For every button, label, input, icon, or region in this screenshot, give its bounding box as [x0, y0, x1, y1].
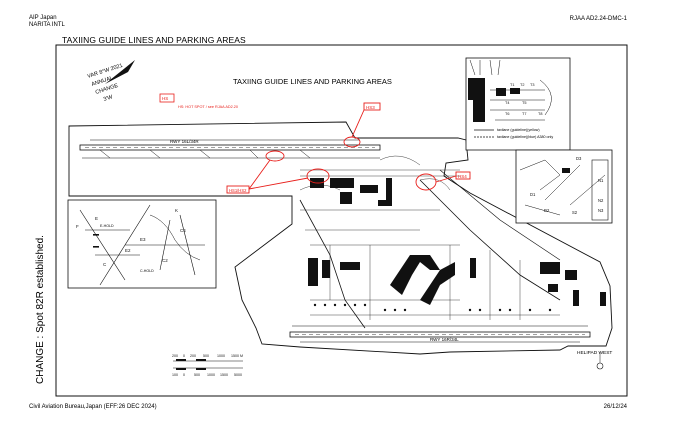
hotspots: HS3 HS1/HS2 HS4: [226, 102, 471, 194]
inset-label-c2: C2: [162, 258, 168, 263]
scale-m-5: 1500 M: [231, 354, 243, 358]
hotspot-hs3-label: HS3: [366, 105, 375, 110]
publisher-label: AIP Japan: [29, 15, 57, 21]
terminal-1: [390, 255, 440, 295]
inset-label-t8: T8: [538, 112, 542, 116]
inset-label-n2: N2: [598, 198, 604, 203]
hotspot-hs-label: HS: [162, 96, 168, 101]
taxiway-west: [299, 199, 366, 329]
scale-m-1: 0: [183, 354, 185, 358]
scale-ft-4: 1500: [220, 373, 228, 377]
scale-ft-1: 0: [183, 373, 185, 377]
scale-ft-2: 500: [194, 373, 200, 377]
inset-label-t6: T6: [505, 112, 509, 116]
helipad: HELIPAD WEST: [577, 350, 612, 370]
page-title: TAXIING GUIDE LINES AND PARKING AREAS: [62, 35, 246, 45]
hotspot-hs1-label: HS1/HS2: [229, 188, 247, 193]
runway-south-label: RWY 16R/34L: [430, 337, 459, 342]
hotspot-box-hs1-hs2: [226, 185, 250, 194]
scale-m-0: 200: [172, 354, 178, 358]
hotspot-note: HS: HOT SPOT / see RJAA AD2.20: [178, 105, 238, 109]
inset-label-c-hold: C-HOLD: [140, 269, 154, 273]
runway-north: RWY 16L/34R: [79, 139, 381, 159]
runway-north-strip: [79, 144, 381, 151]
inset-label-k: K: [175, 208, 178, 213]
inset-label-t2: T2: [520, 83, 524, 87]
runway-south-strip: [289, 331, 591, 338]
apron-lines: [299, 155, 560, 320]
legend-yellow: taxilane (guideline)(yellow): [497, 128, 540, 132]
inset-label-t7: T7: [522, 112, 526, 116]
footer-effective: Civil Aviation Bureau,Japan (EFF:26 DEC …: [29, 404, 157, 410]
change-note: CHANGE : Spot 82R established.: [35, 235, 46, 384]
inset-label-e3: E3: [140, 237, 146, 242]
aerodrome-label: NARITA INTL: [29, 22, 65, 28]
hotspot-circle-hs4: [415, 173, 437, 191]
helipad-label: HELIPAD WEST: [577, 350, 612, 356]
scale-m-4: 1000: [217, 354, 225, 358]
terminal-3: [330, 178, 354, 188]
hotspot-box-hs4: [455, 171, 471, 180]
scale-ft-3: 1000: [207, 373, 215, 377]
inset-label-e2: E2: [125, 248, 131, 253]
chart-frame: [55, 44, 628, 397]
inset-label-e-hold: E-HOLD: [100, 224, 114, 228]
inset-label-t5: T5: [522, 101, 526, 105]
scale-m-2: 200: [190, 354, 196, 358]
scale-ft-0: 100: [172, 373, 178, 377]
hotspot-box-hs: [159, 93, 175, 103]
terminal-2: [308, 258, 318, 286]
inset-midright: D3 N1 D2 D1 N2 N3 S2: [515, 149, 613, 224]
map-title: TAXIING GUIDE LINES AND PARKING AREAS: [233, 77, 392, 86]
cargo-building: [540, 262, 560, 274]
hotspot-circle-hs1: [265, 150, 285, 162]
hotspot-hs4-label: HS4: [458, 174, 467, 179]
chart-id: RJAA AD2.24-DMC-1: [569, 16, 627, 22]
magnetic-variation: VAR 8°W 2021 ANNUAL CHANGE 3'W: [87, 60, 135, 103]
scale-bar: 200 0 200 500 1000 1500 M 100 0 500 1000…: [172, 354, 243, 377]
hotspot-box-hs3: [363, 102, 381, 111]
taxiway-east: [419, 179, 561, 301]
inset-label-t3: T3: [530, 83, 534, 87]
inset-label-s2: S2: [572, 210, 578, 215]
stand-markers: [313, 303, 552, 312]
inset-left: E F K C E3 C4 E2 C2 E-HOLD C-HOLD: [67, 199, 217, 289]
helipad-icon: [596, 362, 604, 370]
hotspot-circle-hs2: [306, 168, 330, 184]
var-line-4: 3'W: [103, 94, 114, 103]
scale-ft-5: 5000: [234, 373, 242, 377]
runway-north-label: RWY 16L/34R: [170, 139, 199, 144]
legend-blue: taxilane (guideline)(blue) A380 only: [497, 135, 553, 139]
inset-label-n3: N3: [598, 208, 604, 213]
hotspot-legend: HS HS: HOT SPOT / see RJAA AD2.20: [159, 93, 238, 109]
runway-south: RWY 16R/34L: [289, 325, 591, 343]
inset-label-e: E: [95, 216, 98, 221]
scale-m-3: 500: [203, 354, 209, 358]
inset-label-c: C: [103, 262, 107, 267]
inset-label-f: F: [76, 224, 79, 229]
inset-label-t4: T4: [505, 101, 509, 105]
inset-label-t1: T1: [510, 83, 514, 87]
footer-date: 26/12/24: [603, 404, 627, 410]
inset-label-d3: D3: [576, 156, 582, 161]
inset-label-c4: C4: [180, 228, 186, 233]
inset-label-n1: N1: [598, 178, 604, 183]
inset-topright: T1 T2 T3 T4 T5 T6 T7 T8 taxilane (guidel…: [465, 57, 571, 151]
north-arrow-icon: [105, 60, 135, 84]
inset-label-d1: D1: [530, 192, 536, 197]
inset-label-d2: D2: [544, 208, 550, 213]
